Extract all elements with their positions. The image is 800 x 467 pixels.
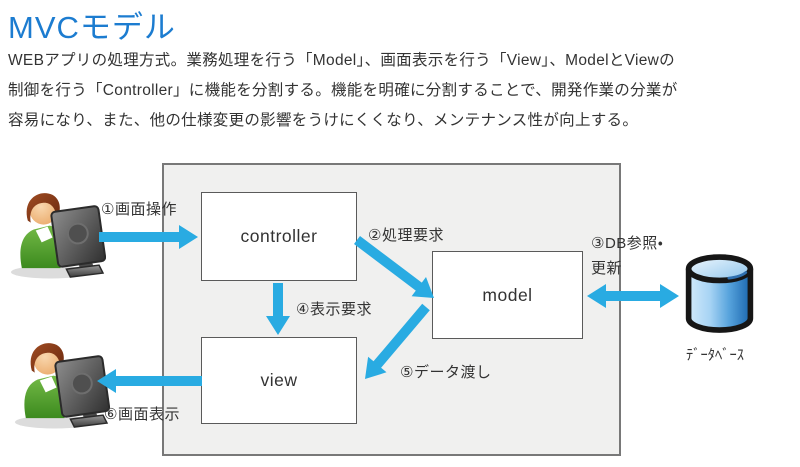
db-top — [685, 254, 754, 284]
person-hair — [30, 343, 64, 373]
description-text: WEBアプリの処理方式。業務処理を行う「Model」、画面表示を行う「View」… — [8, 52, 678, 129]
database-label: ﾃﾞｰﾀﾍﾞｰｽ — [686, 348, 744, 364]
person-body — [20, 225, 63, 269]
user-at-computer-icon — [14, 343, 110, 429]
label-step3-db-access: ③DB参照・ 更新 — [591, 235, 664, 277]
model-box: model — [432, 251, 583, 339]
label-step5-data-pass: ⑤データ渡し — [400, 364, 492, 381]
db-top-shade — [727, 271, 748, 280]
person-collar — [39, 376, 57, 393]
monitor-base — [69, 414, 109, 428]
label-step6-screen-display: ⑥画面表示 — [104, 406, 180, 423]
person-collar — [35, 226, 53, 243]
monitor — [54, 355, 110, 418]
controller-box: controller — [201, 192, 357, 281]
label-step2-process-request: ②処理要求 — [368, 227, 444, 244]
label-step4-display-request: ④表示要求 — [296, 301, 372, 318]
db-body — [685, 268, 754, 333]
person-body — [24, 375, 67, 419]
view-box-label: view — [260, 370, 298, 390]
controller-box-label: controller — [240, 226, 318, 246]
user-at-computer-icon — [10, 193, 106, 279]
page-title: MVCモデル — [8, 10, 176, 45]
monitor-base — [65, 264, 105, 278]
person-hair — [26, 193, 60, 223]
monitor — [50, 205, 106, 268]
label-step1-screen-operation: ①画面操作 — [101, 201, 177, 218]
model-box-label: model — [482, 284, 533, 305]
database-cylinder-icon — [685, 254, 754, 333]
view-box: view — [201, 337, 357, 424]
